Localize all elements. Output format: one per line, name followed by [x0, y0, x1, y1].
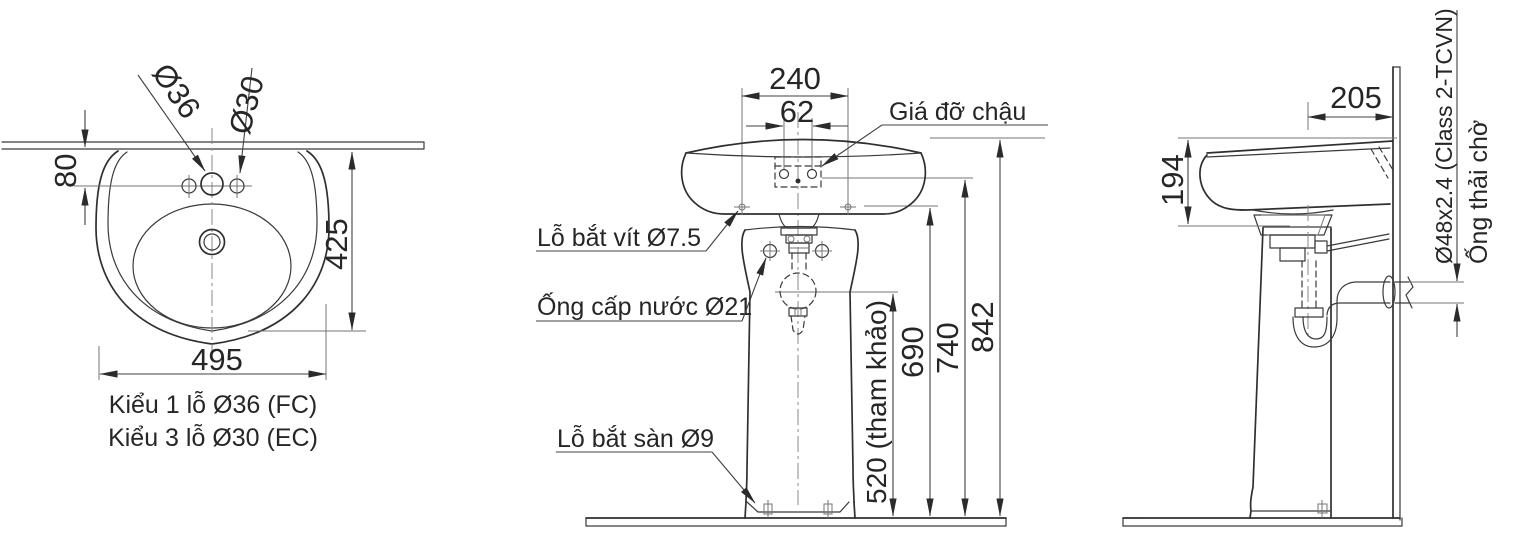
drain-pipe-spec-label: Ø48x2.4 (Class 2-TCVN)	[1431, 8, 1457, 264]
dim-205-label: 205	[1330, 80, 1382, 115]
wall-section-top-view	[1, 141, 425, 150]
label-supply-group: Ống cấp nước Ø21	[536, 257, 767, 322]
dim-80: 80	[48, 110, 89, 225]
dim-194-label: 194	[1155, 154, 1190, 206]
dim-425: 425	[248, 151, 366, 332]
dim-842: 842	[965, 139, 1004, 517]
dim-205: 205	[1307, 80, 1394, 130]
waste-pipe-label: Ống thải chờ	[1463, 120, 1493, 264]
dim-62: 62	[746, 94, 848, 130]
label-diameter-36: Ø36	[145, 57, 207, 125]
dim-495: 495	[98, 304, 327, 380]
screw-hole-label: Lỗ bắt vít Ø7.5	[537, 223, 701, 252]
drain-fittings	[778, 213, 820, 335]
side-view: 205 194 Ø48x2.4 (Class 2-TCVN) Ống thải …	[1122, 8, 1493, 527]
dim-drain-pipe: Ø48x2.4 (Class 2-TCVN) Ống thải chờ	[1410, 8, 1493, 337]
basin-side-profile	[1199, 140, 1394, 215]
dim-690: 690	[895, 207, 934, 517]
dim-740: 740	[930, 179, 969, 517]
top-view: 80 425 495 Ø36 Ø30 Kiểu 1 lỗ Ø36 (FC) Ki…	[1, 57, 425, 452]
hole-labels: Ø36 Ø30	[137, 57, 271, 174]
floor-front-view	[585, 517, 1007, 527]
faucet-holes	[181, 172, 245, 198]
extension-lines-front	[741, 88, 1045, 293]
drain-hole	[198, 228, 226, 256]
dim-495-label: 495	[191, 342, 243, 377]
dim-520: 520 (tham khảo)	[861, 293, 897, 517]
pedestal-front	[741, 225, 859, 519]
dim-520-label: 520 (tham khảo)	[861, 300, 892, 504]
dim-62-label: 62	[780, 94, 814, 129]
supply-pipe-label: Ống cấp nước Ø21	[537, 291, 752, 321]
dim-240: 240	[741, 61, 849, 100]
basin-front	[680, 138, 927, 215]
p-trap	[1253, 205, 1414, 348]
wall-side-view	[1392, 66, 1401, 521]
dim-80-label: 80	[48, 154, 83, 188]
dim-740-label: 740	[930, 322, 965, 374]
dim-240-label: 240	[769, 61, 821, 96]
floor-bolt-label: Lỗ bắt sàn Ø9	[557, 424, 714, 453]
dim-842-label: 842	[965, 301, 1000, 353]
label-diameter-30: Ø30	[222, 72, 271, 138]
dim-194: 194	[1155, 137, 1397, 227]
dim-425-label: 425	[319, 218, 354, 270]
floor-side-view	[1122, 517, 1403, 527]
wall-bracket	[774, 156, 822, 188]
caption-type-fc: Kiểu 1 lỗ Ø36 (FC)	[109, 390, 317, 419]
front-view: 240 62 520 (tham khảo) 690 740 842 Giá đ…	[536, 61, 1048, 527]
pedestal-side	[1249, 226, 1332, 519]
label-bracket-group: Giá đỡ chậu	[821, 98, 1048, 167]
caption-type-ec: Kiểu 3 lỗ Ø30 (EC)	[108, 423, 318, 452]
screw-holes	[734, 199, 856, 215]
dim-690-label: 690	[895, 326, 930, 378]
bracket-label: Giá đỡ chậu	[889, 98, 1026, 126]
label-screw-group: Lỗ bắt vít Ø7.5	[536, 210, 739, 252]
supply-holes	[760, 241, 832, 261]
label-floor-bolt-group: Lỗ bắt sàn Ø9	[556, 424, 756, 504]
